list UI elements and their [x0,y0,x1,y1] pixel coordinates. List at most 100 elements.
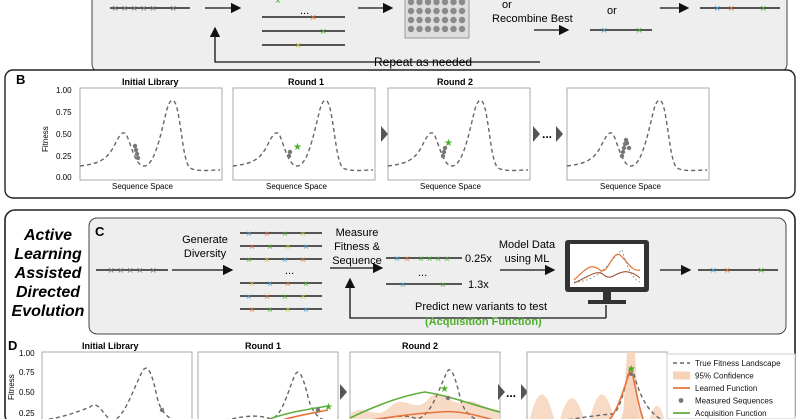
svg-text:...: ... [300,5,309,17]
or-label-top: or [502,0,512,11]
svg-text:Diversity: Diversity [184,248,227,260]
model-label: Model Data using ML [499,239,556,265]
well-plate-icon [404,0,470,39]
measure-label: Measure Fitness & Sequence [332,227,382,267]
svg-text:×: × [246,255,252,266]
panel-d-plot-initial [41,351,193,419]
panel-b-title-round2: Round 2 [437,77,473,87]
panel-b-plot-final [566,87,710,181]
fold-change-top: 0.25x [465,253,492,265]
legend-label: 95% Confidence [695,372,754,381]
svg-text:× × × ×: × × × × [108,265,143,277]
svg-text:×: × [150,265,156,277]
svg-text:Directed: Directed [16,284,81,301]
svg-text:1.00: 1.00 [19,349,35,358]
legend-item: Acquisition Function [673,409,767,418]
legend-label: Acquisition Function [695,409,767,418]
svg-text:...: ... [418,267,427,279]
svg-text:×: × [264,292,270,303]
svg-text:×: × [282,229,288,240]
variant-library-c: ×××××××××××××××××××××××× [240,229,322,316]
recombine-label: Recombine Best [492,13,573,25]
panel-b-xlabel-3: Sequence Space [420,182,481,191]
svg-text:×: × [724,265,730,277]
generate-label: Generate Diversity [182,234,228,260]
best-variant-a: × × × [700,3,780,15]
svg-text:×: × [300,292,306,303]
svg-text:×: × [285,305,291,316]
panel-d-plot-round2: ★ [349,351,501,419]
svg-text:× × × ×: × × × × [418,254,450,265]
repeat-label: Repeat as needed [374,55,472,69]
recombined-variant: × × [590,25,652,37]
panel-d-title-round2: Round 2 [402,341,438,351]
svg-text:×: × [758,265,764,277]
svg-text:★: ★ [440,384,449,395]
svg-text:×: × [400,280,406,291]
svg-text:×: × [264,255,270,266]
svg-text:★: ★ [293,142,302,153]
svg-text:×: × [285,279,291,290]
parent-sequence: × × × × × × [110,3,190,15]
predict-arrow [344,277,606,319]
svg-text:using ML: using ML [505,253,550,265]
svg-text:1.00: 1.00 [56,86,72,95]
svg-text:0.25: 0.25 [56,152,72,161]
panel-b-title-round1: Round 1 [288,77,324,87]
legend-label: True Fitness Landscape [695,359,781,368]
svg-text:×: × [394,254,400,265]
panel-d-ylabel: Fitness [7,374,16,400]
panel-b-ellipsis: ... [542,127,552,141]
panel-b-chevron-3 [556,126,563,142]
or-label-right: or [607,5,617,17]
acquisition-label: (Acquisition Function) [425,316,542,328]
svg-text:Learning: Learning [14,246,82,263]
svg-text:×: × [601,25,607,37]
legend-item: 95% Confidence [673,371,754,381]
svg-text:×: × [303,242,309,253]
svg-text:Sequence: Sequence [332,255,382,267]
fold-change-bottom: 1.3x [468,279,489,291]
svg-text:Measure: Measure [336,227,379,239]
parent-sequence-c: × × × × × [96,265,168,277]
panel-b-plot-round2: ★ [387,87,531,181]
svg-text:×: × [728,3,734,15]
svg-text:×: × [636,25,642,37]
svg-text:×: × [267,305,273,316]
panel-d-title-round1: Round 1 [245,341,281,351]
al-title: Active Learning Assisted Directed Evolut… [12,227,85,320]
svg-text:×: × [282,292,288,303]
panel-b-xlabel-2: Sequence Space [266,182,327,191]
svg-text:Fitness &: Fitness & [334,241,381,253]
panel-b-chevron-1 [381,126,388,142]
svg-text:0.25: 0.25 [19,409,35,418]
panel-d-label: D [8,338,17,353]
panel-b-title-initial: Initial Library [122,77,179,87]
svg-text:×: × [285,242,291,253]
svg-text:★: ★ [324,402,333,413]
svg-text:Active: Active [23,227,72,244]
variant-library-a: × ... × × × [262,0,345,52]
svg-text:×: × [303,279,309,290]
panel-b-plot-initial [79,87,223,181]
panel-b-xlabel-1: Sequence Space [112,182,173,191]
best-variant-c: × × × [698,265,778,277]
svg-text:×: × [246,292,252,303]
svg-text:×: × [303,305,309,316]
panel-d-plot-round1: ★ [197,351,339,419]
monitor-icon [565,240,649,304]
svg-text:×: × [714,3,720,15]
svg-text:×: × [404,254,410,265]
svg-text:★: ★ [444,138,453,149]
predict-label: Predict new variants to test [415,301,547,313]
panel-b-plot-round1: ★ [232,87,376,181]
svg-text:×: × [440,280,446,291]
svg-text:×: × [710,265,716,277]
panel-b-chevron-2 [533,126,540,142]
svg-text:×: × [170,3,176,15]
panel-d-ellipsis: ... [506,386,516,400]
svg-text:0.75: 0.75 [56,108,72,117]
panel-d-yticks: 1.00 0.75 0.50 0.25 [19,349,35,418]
